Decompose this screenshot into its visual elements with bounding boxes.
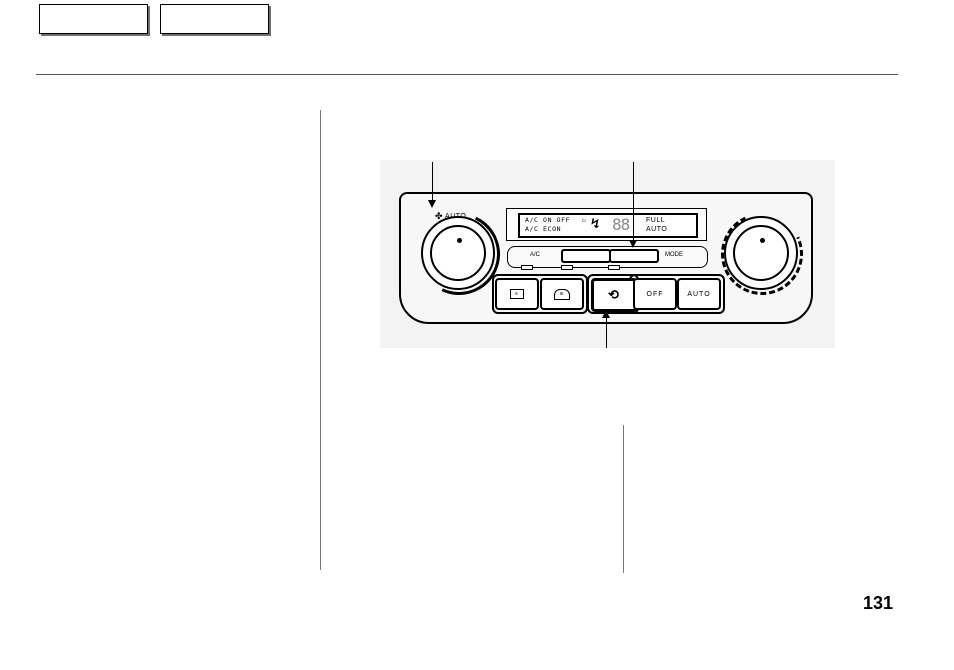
column-divider-left — [320, 110, 321, 570]
rear-defrost-icon: ≡ — [510, 289, 524, 299]
recirculation-button[interactable]: ⟲ — [591, 278, 637, 312]
indicator-2 — [561, 265, 573, 270]
display-ac-econ: A/C ECON — [525, 225, 562, 233]
indicator-3 — [608, 265, 620, 270]
middle-button-row: A/C MODE — [507, 246, 708, 268]
temp-knob-indicator — [760, 238, 765, 243]
callout-arrow-fan — [428, 200, 436, 208]
ac-button[interactable] — [561, 249, 611, 263]
callout-arrow-mode — [629, 240, 637, 248]
ac-label: A/C — [530, 252, 541, 258]
climate-control-illustration: ✤ AUTO A/C ON OFF A/C ECON ▭ ↯ 88 FULL A… — [380, 160, 835, 348]
auto-button[interactable]: AUTO — [677, 278, 721, 310]
fan-knob-indicator — [457, 238, 462, 243]
climate-display: A/C ON OFF A/C ECON ▭ ↯ 88 FULL AUTO — [518, 213, 698, 238]
mode-label: MODE — [665, 252, 683, 258]
display-auto: AUTO — [646, 226, 668, 233]
mode-button[interactable] — [609, 249, 659, 263]
display-full: FULL — [646, 217, 666, 224]
nav-tab-1[interactable] — [39, 4, 148, 34]
front-defrost-button[interactable]: ≋ — [540, 278, 584, 310]
display-ac-on-off: A/C ON OFF — [525, 216, 571, 224]
callout-line-fan — [432, 162, 433, 202]
fan-knob-face — [430, 225, 486, 281]
temperature-knob[interactable] — [709, 201, 815, 307]
fan-icon: ✤ — [435, 211, 444, 221]
rear-defrost-button[interactable]: ≡ — [495, 278, 539, 310]
display-defrost-icon: ▭ — [582, 217, 586, 224]
callout-line-mode — [633, 162, 634, 242]
nav-tab-2[interactable] — [160, 4, 269, 34]
auto-button-label: AUTO — [687, 290, 711, 298]
callout-line-recirc — [606, 316, 607, 348]
display-right-text: FULL AUTO — [646, 216, 667, 234]
climate-control-panel: ✤ AUTO A/C ON OFF A/C ECON ▭ ↯ 88 FULL A… — [399, 192, 815, 324]
column-divider-right — [623, 425, 624, 573]
airflow-icon: ↯ — [591, 216, 600, 232]
callout-arrow-recirc — [602, 310, 610, 318]
front-defrost-icon: ≋ — [554, 288, 570, 300]
header-divider — [36, 74, 898, 75]
ac-indicator — [521, 265, 533, 270]
display-frame: A/C ON OFF A/C ECON ▭ ↯ 88 FULL AUTO — [506, 208, 707, 241]
display-temperature: 88 — [612, 215, 630, 234]
display-left-text: A/C ON OFF A/C ECON — [525, 216, 570, 234]
temp-knob-face — [733, 225, 789, 281]
off-button-label: OFF — [646, 290, 664, 298]
page-number: 131 — [863, 593, 894, 613]
fan-speed-knob[interactable] — [406, 201, 512, 307]
off-button[interactable]: OFF — [633, 278, 677, 310]
recirculation-icon: ⟲ — [608, 287, 620, 302]
